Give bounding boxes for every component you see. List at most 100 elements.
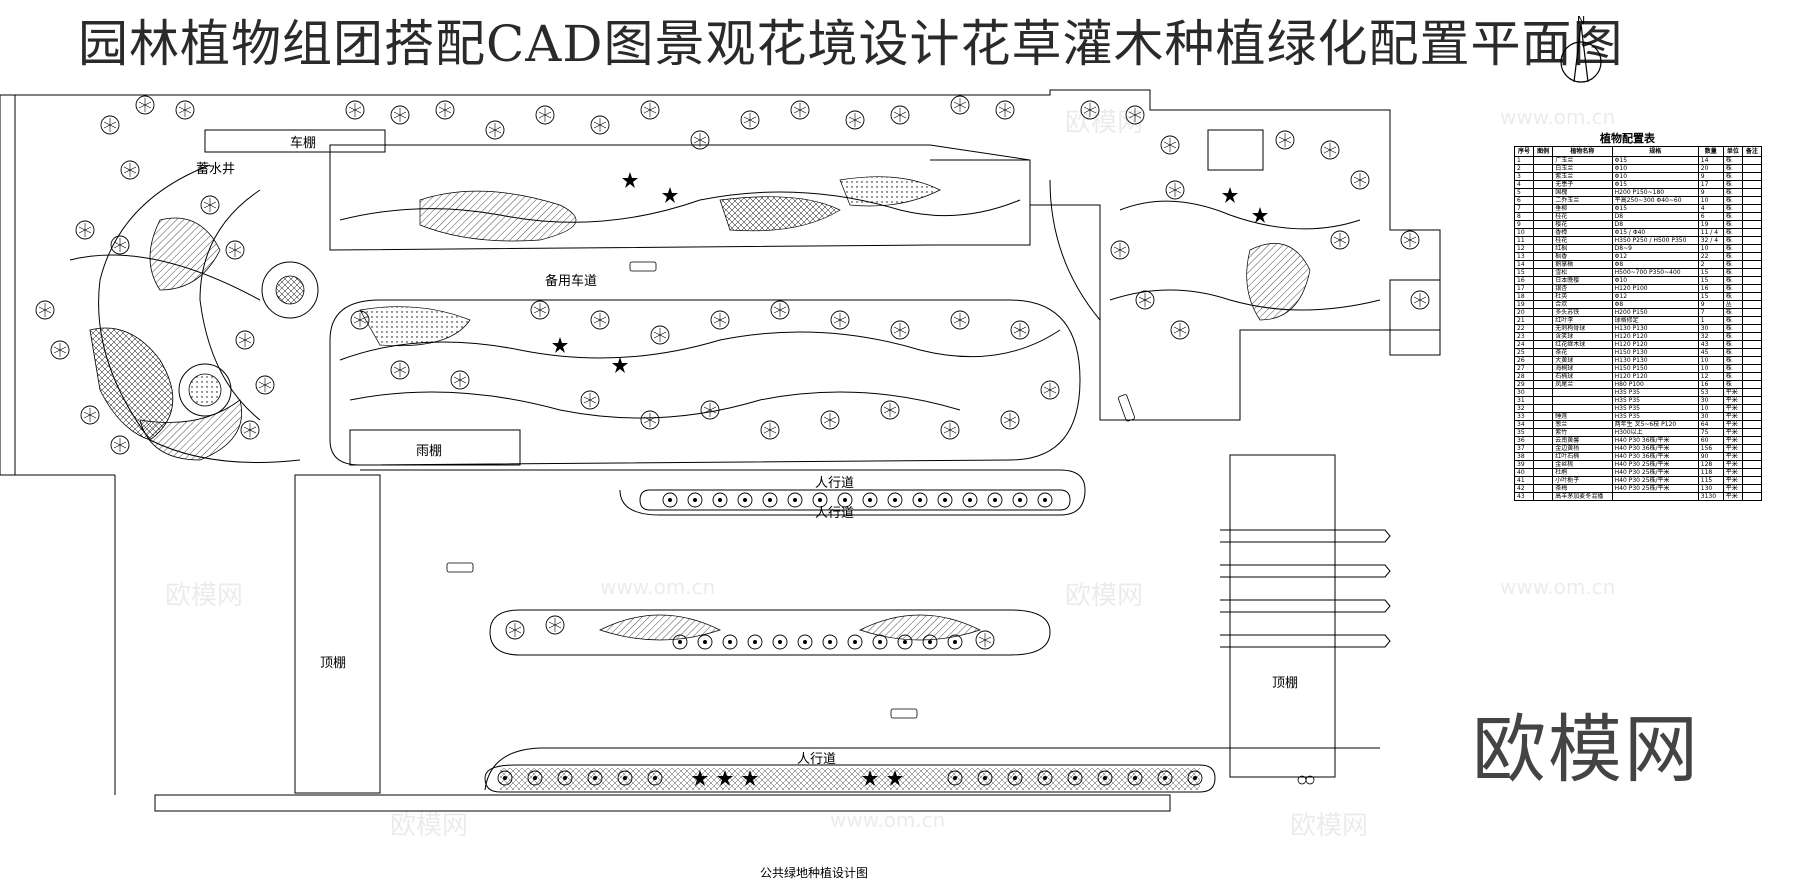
table-cell: 115 [1697, 476, 1724, 485]
table-cell: 10 [1697, 244, 1724, 253]
table-cell: 株 [1722, 188, 1743, 197]
table-cell: 4 [1697, 204, 1724, 213]
table-cell: 平米 [1722, 476, 1743, 485]
table-cell: Φ15 [1611, 204, 1699, 213]
table-cell [1533, 172, 1554, 181]
table-cell: 含笑球 [1552, 332, 1613, 341]
table-cell: 18 [1513, 292, 1535, 301]
table-cell: 16 [1697, 380, 1724, 389]
table-cell: H500~700 P350~400 [1611, 268, 1699, 277]
table-cell: 丛 [1722, 300, 1743, 309]
table-cell: 株 [1722, 380, 1743, 389]
table-cell: Φ12 [1611, 252, 1699, 261]
table-cell [1741, 172, 1763, 181]
table-cell: 红枫 [1552, 244, 1613, 253]
table-cell [1741, 380, 1763, 389]
table-cell: 32 / 4 [1697, 236, 1724, 245]
table-cell: 19 [1513, 300, 1535, 309]
table-cell: 25 [1513, 348, 1535, 357]
header-cell: 植物名称 [1552, 146, 1613, 157]
table-cell: 36 [1513, 436, 1535, 445]
header-cell: 规格 [1611, 146, 1699, 157]
table-cell [1741, 460, 1763, 469]
table-cell [1741, 356, 1763, 365]
table-cell [1741, 236, 1763, 245]
table-cell: 30 [1697, 324, 1724, 333]
plant-table-header: 序号 图例 植物名称 规格 数量 单位 备注 [1513, 146, 1763, 157]
table-cell: H200 P150~180 [1611, 188, 1699, 197]
table-cell: 株 [1722, 268, 1743, 277]
table-cell: 枫香 [1552, 252, 1613, 261]
table-cell: 平米 [1722, 404, 1743, 413]
table-cell: 睡莲 [1552, 412, 1613, 421]
table-cell [1533, 292, 1554, 301]
table-cell: 31 [1513, 396, 1535, 405]
table-cell: 19 [1697, 220, 1724, 229]
table-cell [1741, 244, 1763, 253]
table-cell: 鹅掌楸 [1552, 260, 1613, 269]
table-cell: 香樟 [1552, 228, 1613, 237]
table-cell: Φ15 [1611, 156, 1699, 165]
table-cell: 5 [1513, 188, 1535, 197]
table-cell: 株 [1722, 324, 1743, 333]
table-cell: 75 [1697, 428, 1724, 437]
table-cell: 株 [1722, 348, 1743, 357]
table-cell [1533, 412, 1554, 421]
drawing-caption: 公共绿地种植设计图 [760, 866, 869, 880]
table-cell: 21 [1513, 316, 1535, 325]
label-xushuijing: 蓄水井 [196, 162, 236, 177]
table-cell [1552, 396, 1613, 405]
table-cell: 株 [1722, 340, 1743, 349]
table-cell [1533, 268, 1554, 277]
header-cell: 数量 [1697, 146, 1724, 157]
table-cell: 35 [1513, 428, 1535, 437]
table-cell: H40 P30 25株/平米 [1611, 468, 1699, 477]
table-cell: 杜鹃 [1552, 468, 1613, 477]
table-cell [1533, 468, 1554, 477]
table-cell [1533, 332, 1554, 341]
table-cell [1552, 388, 1613, 397]
table-cell: 14 [1513, 260, 1535, 269]
table-cell [1533, 452, 1554, 461]
table-cell: 32 [1697, 332, 1724, 341]
table-cell: Φ10 [1611, 164, 1699, 173]
table-cell [1533, 164, 1554, 173]
table-cell: 红叶李 [1552, 316, 1613, 325]
table-cell: 38 [1513, 452, 1535, 461]
table-cell: H40 P30 25株/平米 [1611, 460, 1699, 469]
table-cell: H35 P35 [1611, 396, 1699, 405]
table-cell [1533, 308, 1554, 317]
table-cell: 茶花 [1552, 348, 1613, 357]
table-cell: H80 P100 [1611, 380, 1699, 389]
table-cell: 9 [1697, 300, 1724, 309]
table-cell [1741, 220, 1763, 229]
table-cell: 30 [1513, 388, 1535, 397]
table-cell: 平米 [1722, 492, 1743, 501]
table-cell [1741, 308, 1763, 317]
table-cell: 9 [1697, 188, 1724, 197]
table-cell: 桂花 [1552, 212, 1613, 221]
table-cell: H35 P35 [1611, 388, 1699, 397]
table-cell: 平米 [1722, 452, 1743, 461]
table-cell [1741, 436, 1763, 445]
table-cell [1741, 484, 1763, 493]
table-cell: Φ10 [1611, 276, 1699, 285]
table-cell: 二乔玉兰 [1552, 196, 1613, 205]
table-cell: 国槐 [1552, 188, 1613, 197]
